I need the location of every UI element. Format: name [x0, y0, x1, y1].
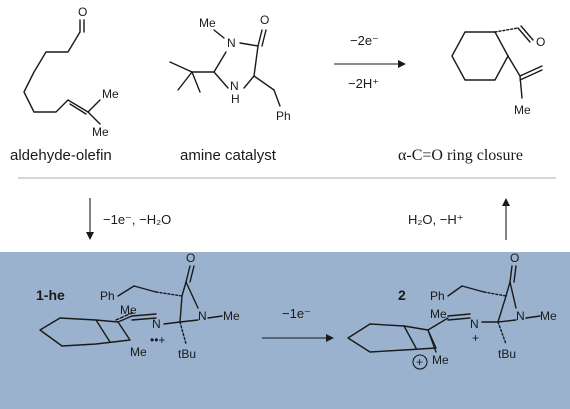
int2-iminium-n: N	[470, 317, 479, 331]
aldehyde-olefin-structure: O Me Me	[23, 5, 119, 139]
amine-catalyst-caption: amine catalyst	[180, 147, 277, 164]
ring-closure-caption: α-C=O ring closure	[398, 147, 523, 164]
int2-n-methyl-n: N	[516, 309, 525, 323]
aldehyde-oxygen: O	[78, 5, 87, 19]
ring-closure-product-structure: O Me	[451, 25, 545, 117]
int2-iminium-plus: +	[472, 331, 479, 345]
intermediate-2-label: 2	[398, 287, 406, 303]
left-down-condition: −1e⁻, −H₂O	[103, 212, 171, 227]
int2-carbonyl-oxygen: O	[510, 251, 519, 265]
aldehyde-olefin-caption: aldehyde-olefin	[10, 147, 112, 164]
oxidation-arrow: −2e⁻ −2H⁺	[334, 33, 406, 91]
int1-phenyl-label: Ph	[100, 289, 115, 303]
catalyst-nme-label: Me	[199, 16, 216, 30]
methyl-label-upper: Me	[102, 87, 119, 101]
intermediate-1he-label: 1-he	[36, 287, 65, 303]
methyl-label-lower: Me	[92, 125, 109, 139]
left-down-arrow: −1e⁻, −H₂O	[86, 198, 171, 240]
int1-olefin-me-lower: Me	[130, 345, 147, 359]
radical-step-arrow: −1e⁻	[262, 306, 334, 342]
catalyst-n1-label: N	[227, 36, 236, 50]
intermediate-2-structure: 2 Ph O N Me tBu N + Me Me +	[347, 251, 557, 370]
oxidation-condition-top: −2e⁻	[350, 33, 379, 48]
catalyst-carbonyl-oxygen: O	[260, 13, 269, 27]
intermediate-1he-structure: 1-he Ph O N Me tBu N ••+ Me Me	[36, 251, 240, 361]
amine-catalyst-structure: N Me O N H Ph	[169, 13, 291, 123]
oxidation-condition-bottom: −2H⁺	[348, 76, 379, 91]
intermediate-panel	[0, 252, 570, 409]
catalyst-phenyl-label: Ph	[276, 109, 291, 123]
carbocation-circle-icon	[412, 354, 428, 370]
int1-radical-cation-mark: ••+	[150, 333, 165, 347]
int2-phenyl-label: Ph	[430, 289, 445, 303]
int1-carbonyl-oxygen: O	[186, 251, 195, 265]
int2-me-upper: Me	[430, 307, 447, 321]
carbocation-plus: +	[416, 355, 423, 369]
int1-n-methyl-n: N	[198, 309, 207, 323]
product-methyl-label: Me	[514, 103, 531, 117]
catalyst-nh-h-label: H	[231, 92, 240, 106]
int2-n-methyl-me: Me	[540, 309, 557, 323]
int1-olefin-me-upper: Me	[120, 303, 137, 317]
product-oxygen: O	[536, 35, 545, 49]
int1-n-methyl-me: Me	[223, 309, 240, 323]
int2-me-lower: Me	[432, 353, 449, 367]
right-up-arrow: H₂O, −H⁺	[408, 198, 510, 240]
int1-iminium-n: N	[152, 317, 161, 331]
radical-step-condition: −1e⁻	[282, 306, 311, 321]
catalyst-nh-n-label: N	[230, 79, 239, 93]
int1-tbu-label: tBu	[178, 347, 196, 361]
int2-tbu-label: tBu	[498, 347, 516, 361]
right-up-condition: H₂O, −H⁺	[408, 212, 464, 227]
